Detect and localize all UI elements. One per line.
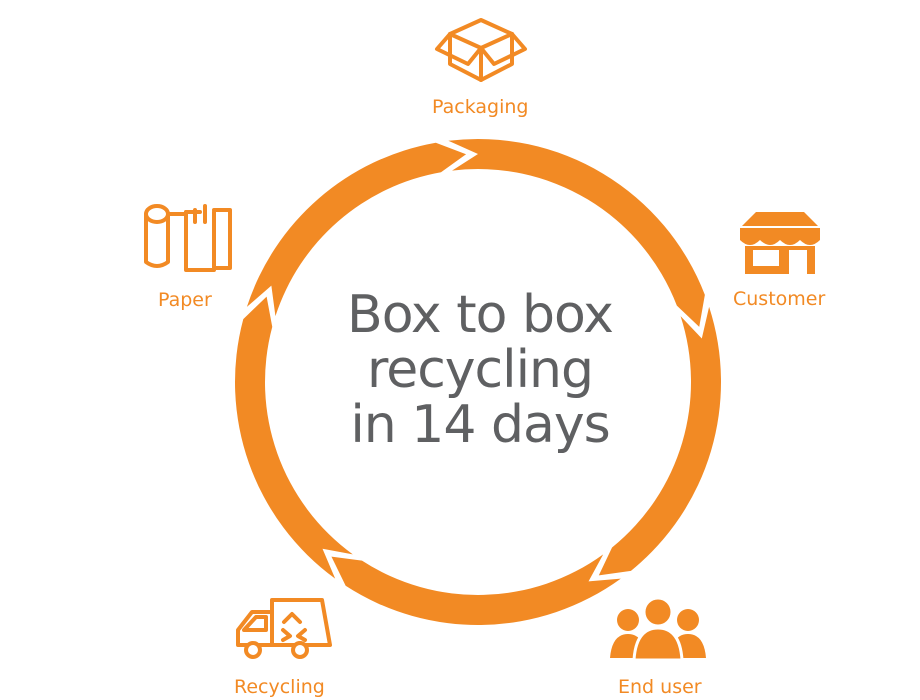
stage-label-recycling: Recycling <box>234 676 325 698</box>
stage-label-packaging: Packaging <box>432 96 529 118</box>
storefront-icon <box>740 212 820 274</box>
stage-label-end-user: End user <box>618 676 702 698</box>
paper-rolls-icon <box>144 204 232 272</box>
diagram-title: Box to box recycling in 14 days <box>270 288 690 453</box>
title-line-1: Box to box <box>347 285 614 345</box>
cycle-arrow-packaging-customer <box>448 138 705 327</box>
cycle-arrows <box>234 138 722 625</box>
recycling-truck-icon <box>236 598 332 659</box>
open-box-icon <box>435 18 527 82</box>
cycle-arrow-recycling-paper <box>234 296 353 579</box>
stage-label-customer: Customer <box>733 288 826 310</box>
cycle-arrow-enduser-recycling <box>331 554 621 625</box>
people-group-icon <box>610 596 706 662</box>
title-line-2: recycling <box>366 340 594 400</box>
cycle-arrow-customer-enduser <box>598 306 722 576</box>
title-line-3: in 14 days <box>350 395 610 455</box>
cycle-arrow-paper-packaging <box>246 142 467 317</box>
stage-label-paper: Paper <box>158 289 212 311</box>
